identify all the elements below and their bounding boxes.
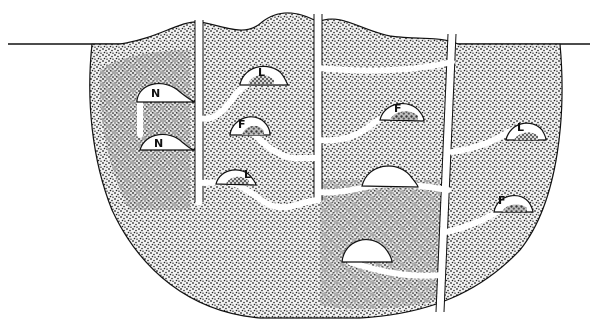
label-f-middle-left: F xyxy=(238,118,246,131)
label-l-right: L xyxy=(517,121,524,134)
label-l-top: L xyxy=(258,66,265,79)
label-n-lower: N xyxy=(154,137,163,150)
label-f-right: F xyxy=(498,194,506,207)
label-n-upper: N xyxy=(151,87,160,100)
label-l-lower-left: L xyxy=(244,168,251,181)
label-f-center: F xyxy=(394,102,402,115)
